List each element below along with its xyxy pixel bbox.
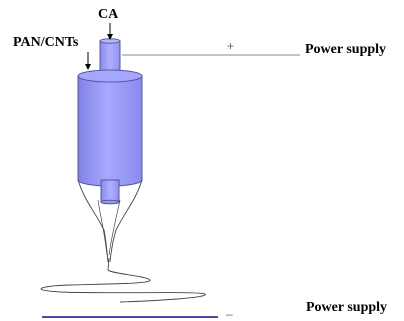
power-supply-negative-label: Power supply (306, 300, 388, 315)
core-inlet-tube (99, 38, 121, 72)
shell-arrow (85, 52, 91, 70)
power-supply-positive-label: Power supply (305, 42, 387, 57)
whipping-jet (40, 269, 206, 303)
core-label: CA (98, 7, 119, 22)
core-needle (100, 179, 120, 205)
taylor-cone-inner (97, 199, 121, 256)
shell-label: PAN/CNTs (13, 35, 79, 50)
core-arrow (107, 23, 113, 40)
straight-jet (107, 257, 110, 271)
shell-reservoir-cylinder (77, 69, 143, 187)
negative-sign: – (226, 307, 233, 321)
positive-sign: + (227, 39, 235, 53)
